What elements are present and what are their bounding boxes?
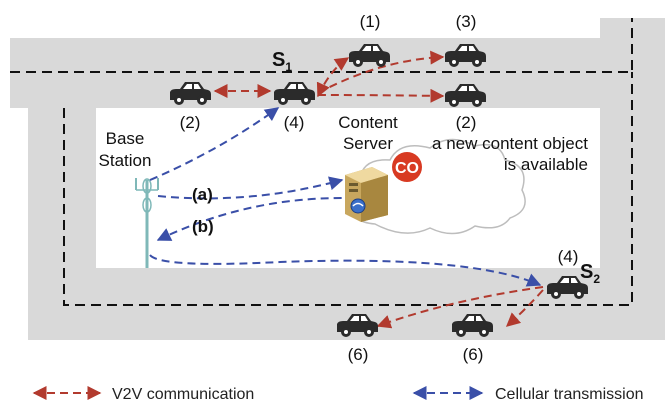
vehicle-label-4-bottom: (4) <box>558 247 579 266</box>
content-server-label: Content Server <box>338 113 398 153</box>
v2v-link-4-3 <box>317 50 445 94</box>
vehicle-label-6-left: (6) <box>348 345 369 364</box>
vehicle-label-2-right: (2) <box>456 113 477 132</box>
svg-text:Base: Base <box>106 129 145 148</box>
roadside-unit-s2-label: S2 <box>580 261 600 286</box>
svg-text:a new content object: a new content object <box>432 134 588 153</box>
cellular-link-to-s2 <box>149 254 542 287</box>
new-content-note: a new content object is available <box>432 134 588 174</box>
svg-text:Station: Station <box>99 151 152 170</box>
legend-v2v-label: V2V communication <box>112 386 254 403</box>
v2v-links <box>213 50 544 329</box>
cellular-links <box>149 107 542 287</box>
cellular-link-b <box>156 197 343 241</box>
roadside-unit-s1-label: S1 <box>272 49 292 74</box>
svg-text:Server: Server <box>343 134 393 153</box>
transmission-label-b: (b) <box>192 217 214 236</box>
legend: V2V communication Cellular transmission <box>32 386 644 403</box>
base-station-label: Base Station <box>99 129 152 170</box>
cellular-link-to-s1 <box>149 107 280 181</box>
road-left <box>28 100 96 300</box>
v2v-link-4-2right <box>317 88 445 103</box>
vehicle-label-4-top: (4) <box>284 113 305 132</box>
vehicle-label-6-right: (6) <box>463 345 484 364</box>
svg-text:Content: Content <box>338 113 398 132</box>
vehicle-label-3: (3) <box>456 12 477 31</box>
cell-tower-icon <box>135 178 159 268</box>
vehicle-label-1: (1) <box>360 12 381 31</box>
lane-markings <box>10 18 633 306</box>
v2v-link-s2-6right <box>505 289 544 327</box>
svg-text:CO: CO <box>395 160 419 177</box>
svg-text:is available: is available <box>504 155 588 174</box>
content-object-badge: CO <box>392 152 422 182</box>
cellular-link-a <box>157 176 344 200</box>
vehicle-labels: (1) (3) (2) (4) (2) (4) (6) (6) <box>180 12 579 364</box>
vehicle-label-2-left: (2) <box>180 113 201 132</box>
server-icon <box>345 167 388 222</box>
legend-cellular-label: Cellular transmission <box>495 386 644 403</box>
transmission-label-a: (a) <box>192 185 213 204</box>
